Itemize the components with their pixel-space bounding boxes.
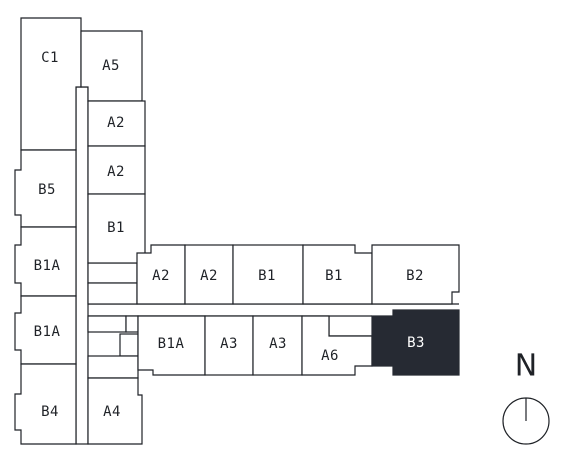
unit-a4[interactable]: A4 <box>87 377 143 445</box>
unit-b1a-2[interactable]: B1A <box>14 295 77 365</box>
unit-b1-2[interactable]: B1 <box>302 244 373 305</box>
unit-a3-1[interactable]: A3 <box>204 315 254 376</box>
unit-a2-2[interactable]: A2 <box>87 145 146 195</box>
vertical-corridor-wall <box>75 86 89 445</box>
corridor-shaft-left <box>87 315 127 333</box>
unit-b3[interactable]: B3 <box>371 309 460 376</box>
north-compass-icon <box>502 397 550 445</box>
unit-a5[interactable]: A5 <box>80 30 143 102</box>
north-label: N <box>515 349 537 384</box>
unit-b1a-3[interactable]: B1A <box>137 315 206 376</box>
unit-b3-shape[interactable] <box>371 309 460 376</box>
unit-b1a-1[interactable]: B1A <box>14 226 77 297</box>
unit-a6[interactable]: A6 <box>301 315 373 376</box>
unit-b1-vertical[interactable]: B1 <box>87 193 146 264</box>
unit-b4[interactable]: B4 <box>14 363 77 445</box>
corridor-shaft-small-1 <box>125 315 139 333</box>
corridor-walls <box>55 86 459 445</box>
unit-a2-3[interactable]: A2 <box>136 244 186 305</box>
corridor-shaft-upper-2 <box>87 282 138 305</box>
north-compass: N <box>502 349 550 445</box>
unit-c1[interactable]: C1 <box>20 17 82 151</box>
corridor-shaft-upper-1 <box>87 262 138 284</box>
unit-b2[interactable]: B2 <box>371 244 460 305</box>
unit-a2-4[interactable]: A2 <box>184 244 234 305</box>
unit-b5[interactable]: B5 <box>14 149 77 228</box>
corridor-shaft-lower <box>87 355 139 379</box>
unit-a2-1[interactable]: A2 <box>87 100 146 147</box>
corridor-shaft-small-2 <box>119 333 139 357</box>
unit-a3-2[interactable]: A3 <box>252 315 303 376</box>
unit-b1-1[interactable]: B1 <box>232 244 304 305</box>
